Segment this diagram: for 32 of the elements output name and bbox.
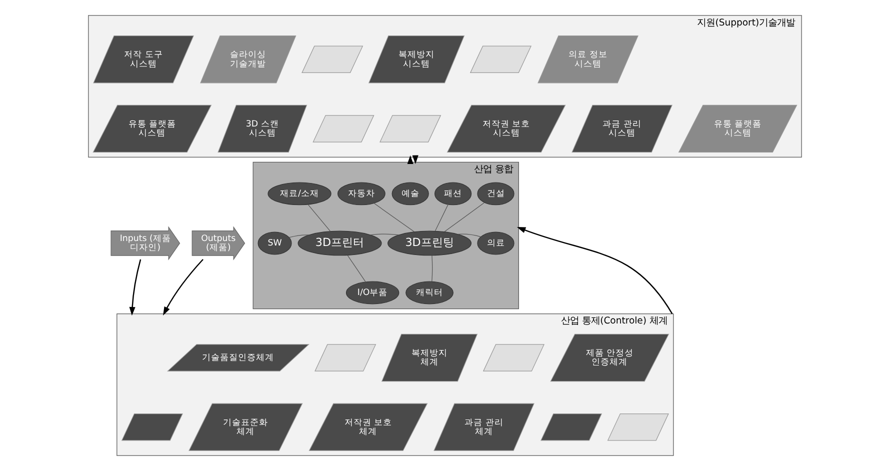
node-box	[312, 115, 374, 142]
connector	[307, 204, 330, 232]
node-ellipse: 재료/소재	[267, 182, 331, 206]
node-ellipse: 건설	[476, 182, 514, 206]
connector	[444, 202, 484, 232]
connector	[288, 234, 309, 238]
node-ellipse: 3D프린터	[297, 230, 382, 256]
node-box	[379, 115, 441, 142]
node-ellipse: 패션	[434, 182, 472, 206]
connector	[431, 255, 432, 282]
node-box	[606, 413, 668, 441]
connector	[373, 203, 414, 232]
node-ellipse: 의료	[476, 232, 514, 255]
node-box	[314, 344, 376, 372]
connector	[370, 234, 398, 236]
connector	[434, 204, 448, 232]
arrow	[516, 226, 672, 314]
connector	[457, 234, 481, 238]
node-ellipse: 캐릭터	[405, 281, 453, 304]
node-box	[120, 413, 182, 441]
node-ellipse: SW	[257, 232, 292, 255]
arrow	[128, 259, 141, 316]
arrow	[162, 258, 203, 316]
node-ellipse: I/O부품	[345, 281, 399, 304]
node-box	[482, 344, 544, 372]
node-box	[301, 46, 363, 73]
node-box	[469, 46, 532, 73]
node-ellipse: 자동차	[336, 182, 385, 206]
node-ellipse: 3D프린팅	[387, 230, 472, 256]
connector	[346, 254, 366, 282]
node-ellipse: 예술	[391, 182, 428, 206]
node-box	[540, 413, 602, 441]
